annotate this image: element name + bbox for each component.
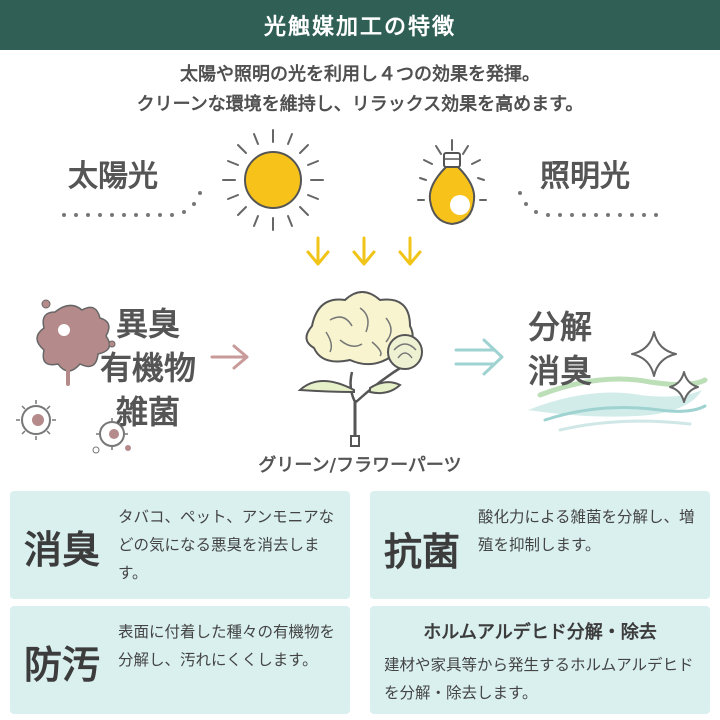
- germ-icon: [16, 400, 56, 440]
- light-arrows: [306, 236, 422, 266]
- germ-icon: [92, 418, 131, 454]
- intro-line-2: クリーンな環境を維持し、リラックス効果を高めます。: [136, 94, 584, 115]
- feature-card-antibacterial: 抗菌 酸化力による雑菌を分解し、増殖を抑制します。: [370, 491, 710, 599]
- parts-label: グリーン/フラワーパーツ: [258, 455, 462, 476]
- feature-card-text: タバコ、ペット、アンモニアなどの気になる悪臭を消去します。: [118, 508, 335, 582]
- feature-card-title: 抗菌: [384, 530, 461, 574]
- odor-label: 異臭 有機物 雑菌: [88, 302, 208, 434]
- decomposition-label-line: 分解: [528, 308, 593, 346]
- decomposition-label: 分解 消臭: [528, 305, 592, 393]
- odor-label-line: 雑菌: [115, 393, 180, 431]
- header-title: 光触媒加工の特徴: [263, 15, 456, 40]
- photocatalyst-illustration: [16, 129, 708, 454]
- feature-card-antifouling: 防汚 表面に付着した種々の有機物を分解し、汚れにくくします。: [10, 606, 350, 714]
- arrow-right-icon: [210, 344, 249, 370]
- lamplight-dotted-line: [518, 191, 658, 217]
- decomposition-label-line: 消臭: [528, 352, 593, 390]
- feature-card-text: 建材や家具等から発生するホルムアルデヒドを分解・除去します。: [384, 656, 694, 702]
- sparkle-icon: [631, 331, 699, 403]
- flower-icon: [297, 291, 423, 447]
- feature-card-title: 消臭: [24, 528, 101, 572]
- sun-icon: [222, 129, 324, 231]
- odor-label-line: 異臭: [115, 305, 180, 343]
- light-bulb-icon: [417, 139, 487, 226]
- feature-card-deodorize: 消臭 タバコ、ペット、アンモニアなどの気になる悪臭を消去します。: [10, 491, 350, 599]
- feature-card-text: 表面に付着した種々の有機物を分解し、汚れにくくします。: [118, 623, 336, 669]
- odor-splat-icon: [36, 299, 116, 386]
- sunlight-label: 太陽光: [68, 159, 158, 194]
- intro-line-1: 太陽や照明の光を利用し４つの効果を発揮。: [180, 64, 540, 85]
- feature-card-formaldehyde: ホルムアルデヒド分解・除去 建材や家具等から発生するホルムアルデヒドを分解・除去…: [370, 606, 710, 714]
- lamplight-label: 照明光: [540, 159, 630, 194]
- intro-text: 太陽や照明の光を利用し４つの効果を発揮。 クリーンな環境を維持し、リラックス効果…: [0, 60, 720, 120]
- odor-label-line: 有機物: [99, 349, 196, 387]
- feature-card-title: ホルムアルデヒド分解・除去: [423, 622, 657, 643]
- double-arrow-icon: [454, 338, 504, 376]
- feature-card-title: 防汚: [24, 643, 101, 687]
- sunlight-dotted-line: [62, 191, 202, 217]
- page-header: 光触媒加工の特徴: [0, 0, 720, 50]
- feature-card-text: 酸化力による雑菌を分解し、増殖を抑制します。: [478, 508, 695, 554]
